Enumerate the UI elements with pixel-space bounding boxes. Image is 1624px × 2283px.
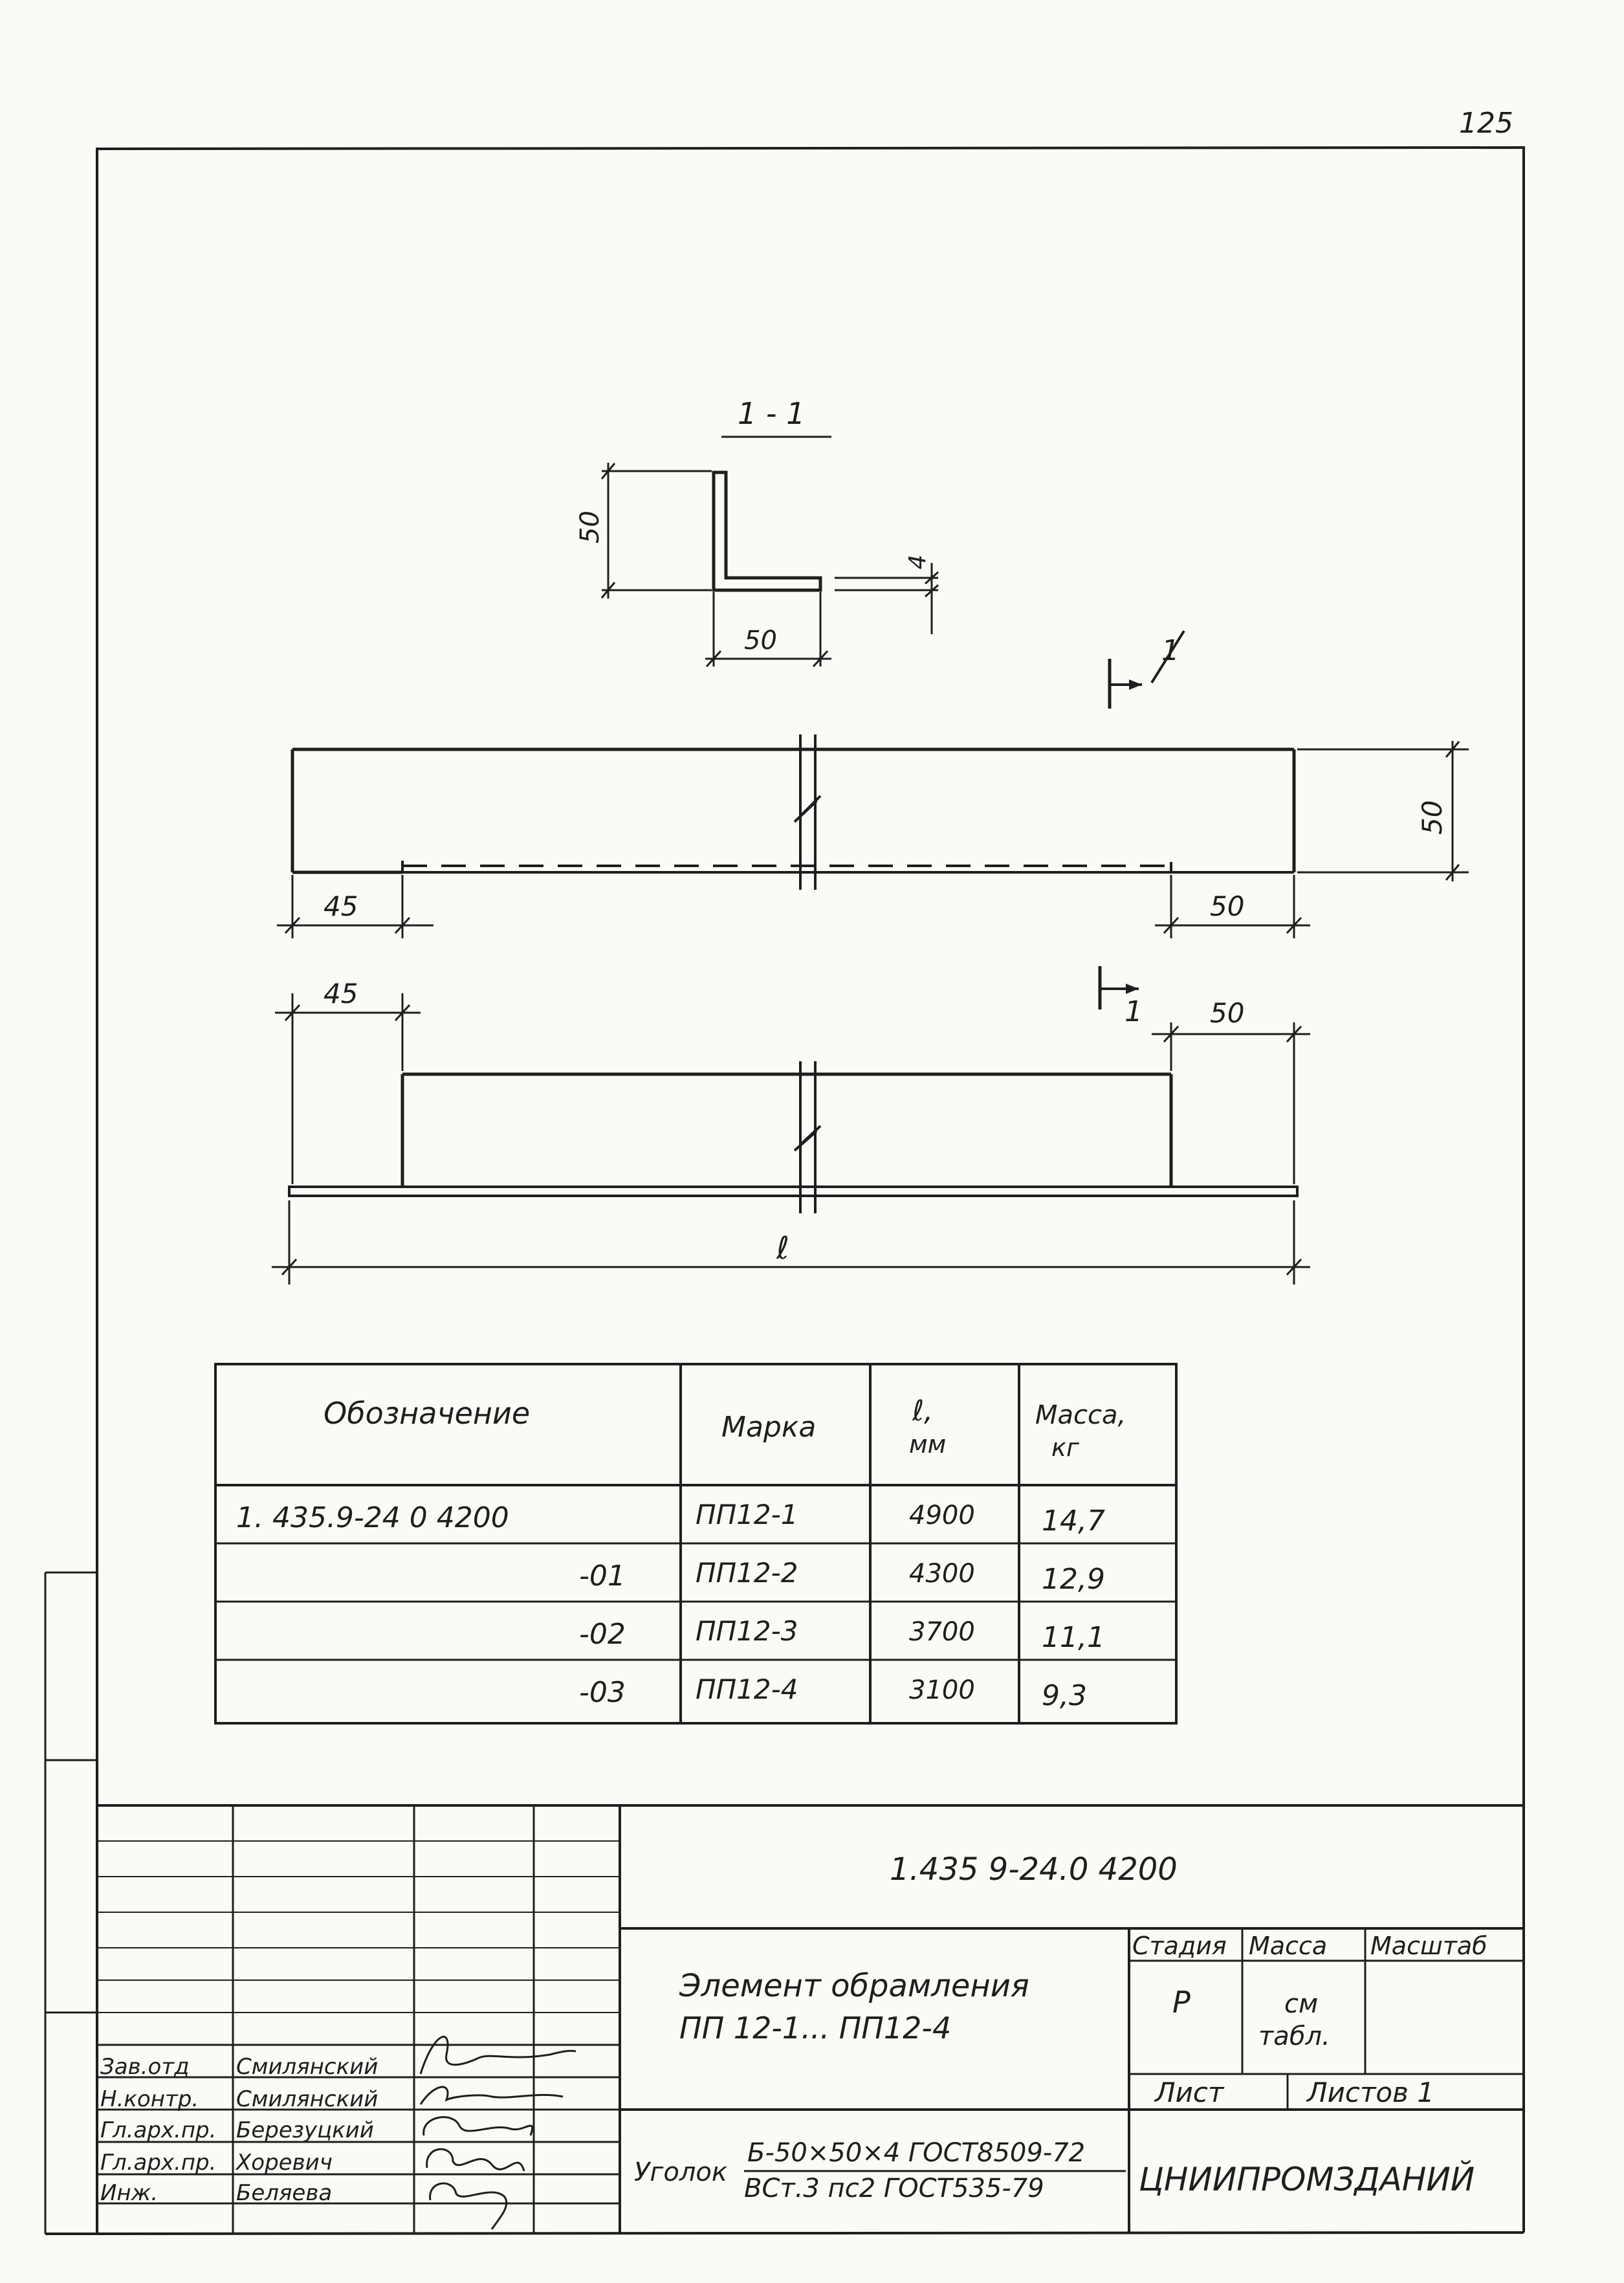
header-mass: Масса, xyxy=(1035,1400,1126,1430)
row-mark: ПП12-1 xyxy=(696,1499,798,1530)
row-length: 3700 xyxy=(909,1617,975,1647)
profile-thickness-dim: 4 xyxy=(905,555,931,569)
signature-role: Инж. xyxy=(100,2180,158,2206)
signature-name: Березуцкий xyxy=(236,2117,374,2143)
profile-width-dim: 50 xyxy=(744,626,777,656)
mass-value-line2: табл. xyxy=(1258,2022,1330,2051)
signature-role: Гл.арх.пр. xyxy=(100,2117,216,2143)
row-mass: 14,7 xyxy=(1042,1505,1105,1538)
angle-profile-section: 50 50 4 xyxy=(575,463,939,668)
drawing-title-line1: Элемент обрамления xyxy=(679,1968,1029,2004)
section-label: 1 - 1 xyxy=(738,396,805,431)
header-length-unit: мм xyxy=(909,1430,946,1459)
top-view: 50 45 50 xyxy=(277,734,1469,938)
mass-label: Масса xyxy=(1249,1932,1327,1960)
section-marker-label-bottom: 1 xyxy=(1125,995,1143,1028)
signature-name: Беляева xyxy=(236,2180,332,2206)
top-view-height-dim: 50 xyxy=(1416,800,1448,835)
title-block: 1.435 9-24.0 4200 Элемент обрамления ПП … xyxy=(97,1804,1524,2234)
profile-height-dim: 50 xyxy=(575,511,605,544)
sheet-label: Лист xyxy=(1154,2077,1225,2108)
row-designation: -03 xyxy=(579,1676,626,1709)
row-designation: 1. 435.9-24 0 4200 xyxy=(236,1501,509,1534)
organization: ЦНИИПРОМЗДАНИЙ xyxy=(1139,2160,1475,2198)
page-number: 125 xyxy=(1459,107,1513,140)
row-mark: ПП12-3 xyxy=(696,1615,798,1647)
row-designation: -02 xyxy=(579,1618,626,1651)
spec-table: Обозначение Марка ℓ, мм Масса, кг 1. 435… xyxy=(214,1363,1178,1725)
sheet-frame xyxy=(44,146,1525,2235)
row-mass: 9,3 xyxy=(1042,1679,1087,1712)
sheets-label: Листов 1 xyxy=(1306,2077,1434,2108)
row-mark: ПП12-4 xyxy=(696,1673,798,1705)
bottom-flange xyxy=(288,1186,1299,1197)
bottom-view-left-offset-dim: 45 xyxy=(324,978,358,1009)
bottom-view-length-dim: ℓ xyxy=(776,1230,789,1266)
signature-role: Гл.арх.пр. xyxy=(100,2150,216,2176)
signature-role: Зав.отд xyxy=(100,2054,190,2080)
bottom-view: 45 50 ℓ xyxy=(272,978,1310,1285)
row-length: 4300 xyxy=(909,1559,975,1589)
header-length: ℓ, xyxy=(912,1395,933,1428)
mass-value-line1: см xyxy=(1284,1989,1318,2019)
row-mark: ПП12-2 xyxy=(696,1557,798,1589)
section-cut-marker-bottom: 1 xyxy=(1098,966,1143,1028)
section-cut-marker-top: 1 xyxy=(1108,630,1185,709)
angle-profile-shape xyxy=(712,470,822,592)
scale-label: Масштаб xyxy=(1370,1932,1487,1960)
signature-name: Хоревич xyxy=(235,2150,333,2176)
row-mass: 11,1 xyxy=(1042,1621,1105,1654)
doc-code: 1.435 9-24.0 4200 xyxy=(890,1851,1178,1888)
section-marker-label-top: 1 xyxy=(1161,634,1180,667)
header-designation: Обозначение xyxy=(324,1396,530,1431)
header-mass-unit: кг xyxy=(1051,1433,1080,1462)
bottom-view-right-offset-dim: 50 xyxy=(1210,997,1244,1029)
top-view-right-offset-dim: 50 xyxy=(1210,890,1244,922)
handwritten-signatures xyxy=(419,2035,576,2230)
row-length: 3100 xyxy=(909,1675,975,1705)
material-prefix: Уголок xyxy=(634,2157,727,2187)
signature-name: Смилянский xyxy=(236,2086,378,2112)
signature-role: Н.контр. xyxy=(100,2086,199,2112)
header-mark: Марка xyxy=(721,1411,816,1444)
material-top: Б-50×50×4 ГОСТ8509-72 xyxy=(747,2138,1085,2168)
material-bottom: ВСт.3 пс2 ГОСТ535-79 xyxy=(744,2174,1044,2203)
top-view-left-offset-dim: 45 xyxy=(324,890,358,922)
stage-value: Р xyxy=(1172,1985,1191,2020)
row-length: 4900 xyxy=(909,1501,975,1530)
row-mass: 12,9 xyxy=(1042,1563,1105,1596)
drawing-title-line2: ПП 12-1... ПП12-4 xyxy=(679,2011,951,2046)
signature-name: Смилянский xyxy=(236,2054,378,2080)
stage-label: Стадия xyxy=(1132,1932,1227,1960)
row-designation: -01 xyxy=(579,1560,626,1593)
